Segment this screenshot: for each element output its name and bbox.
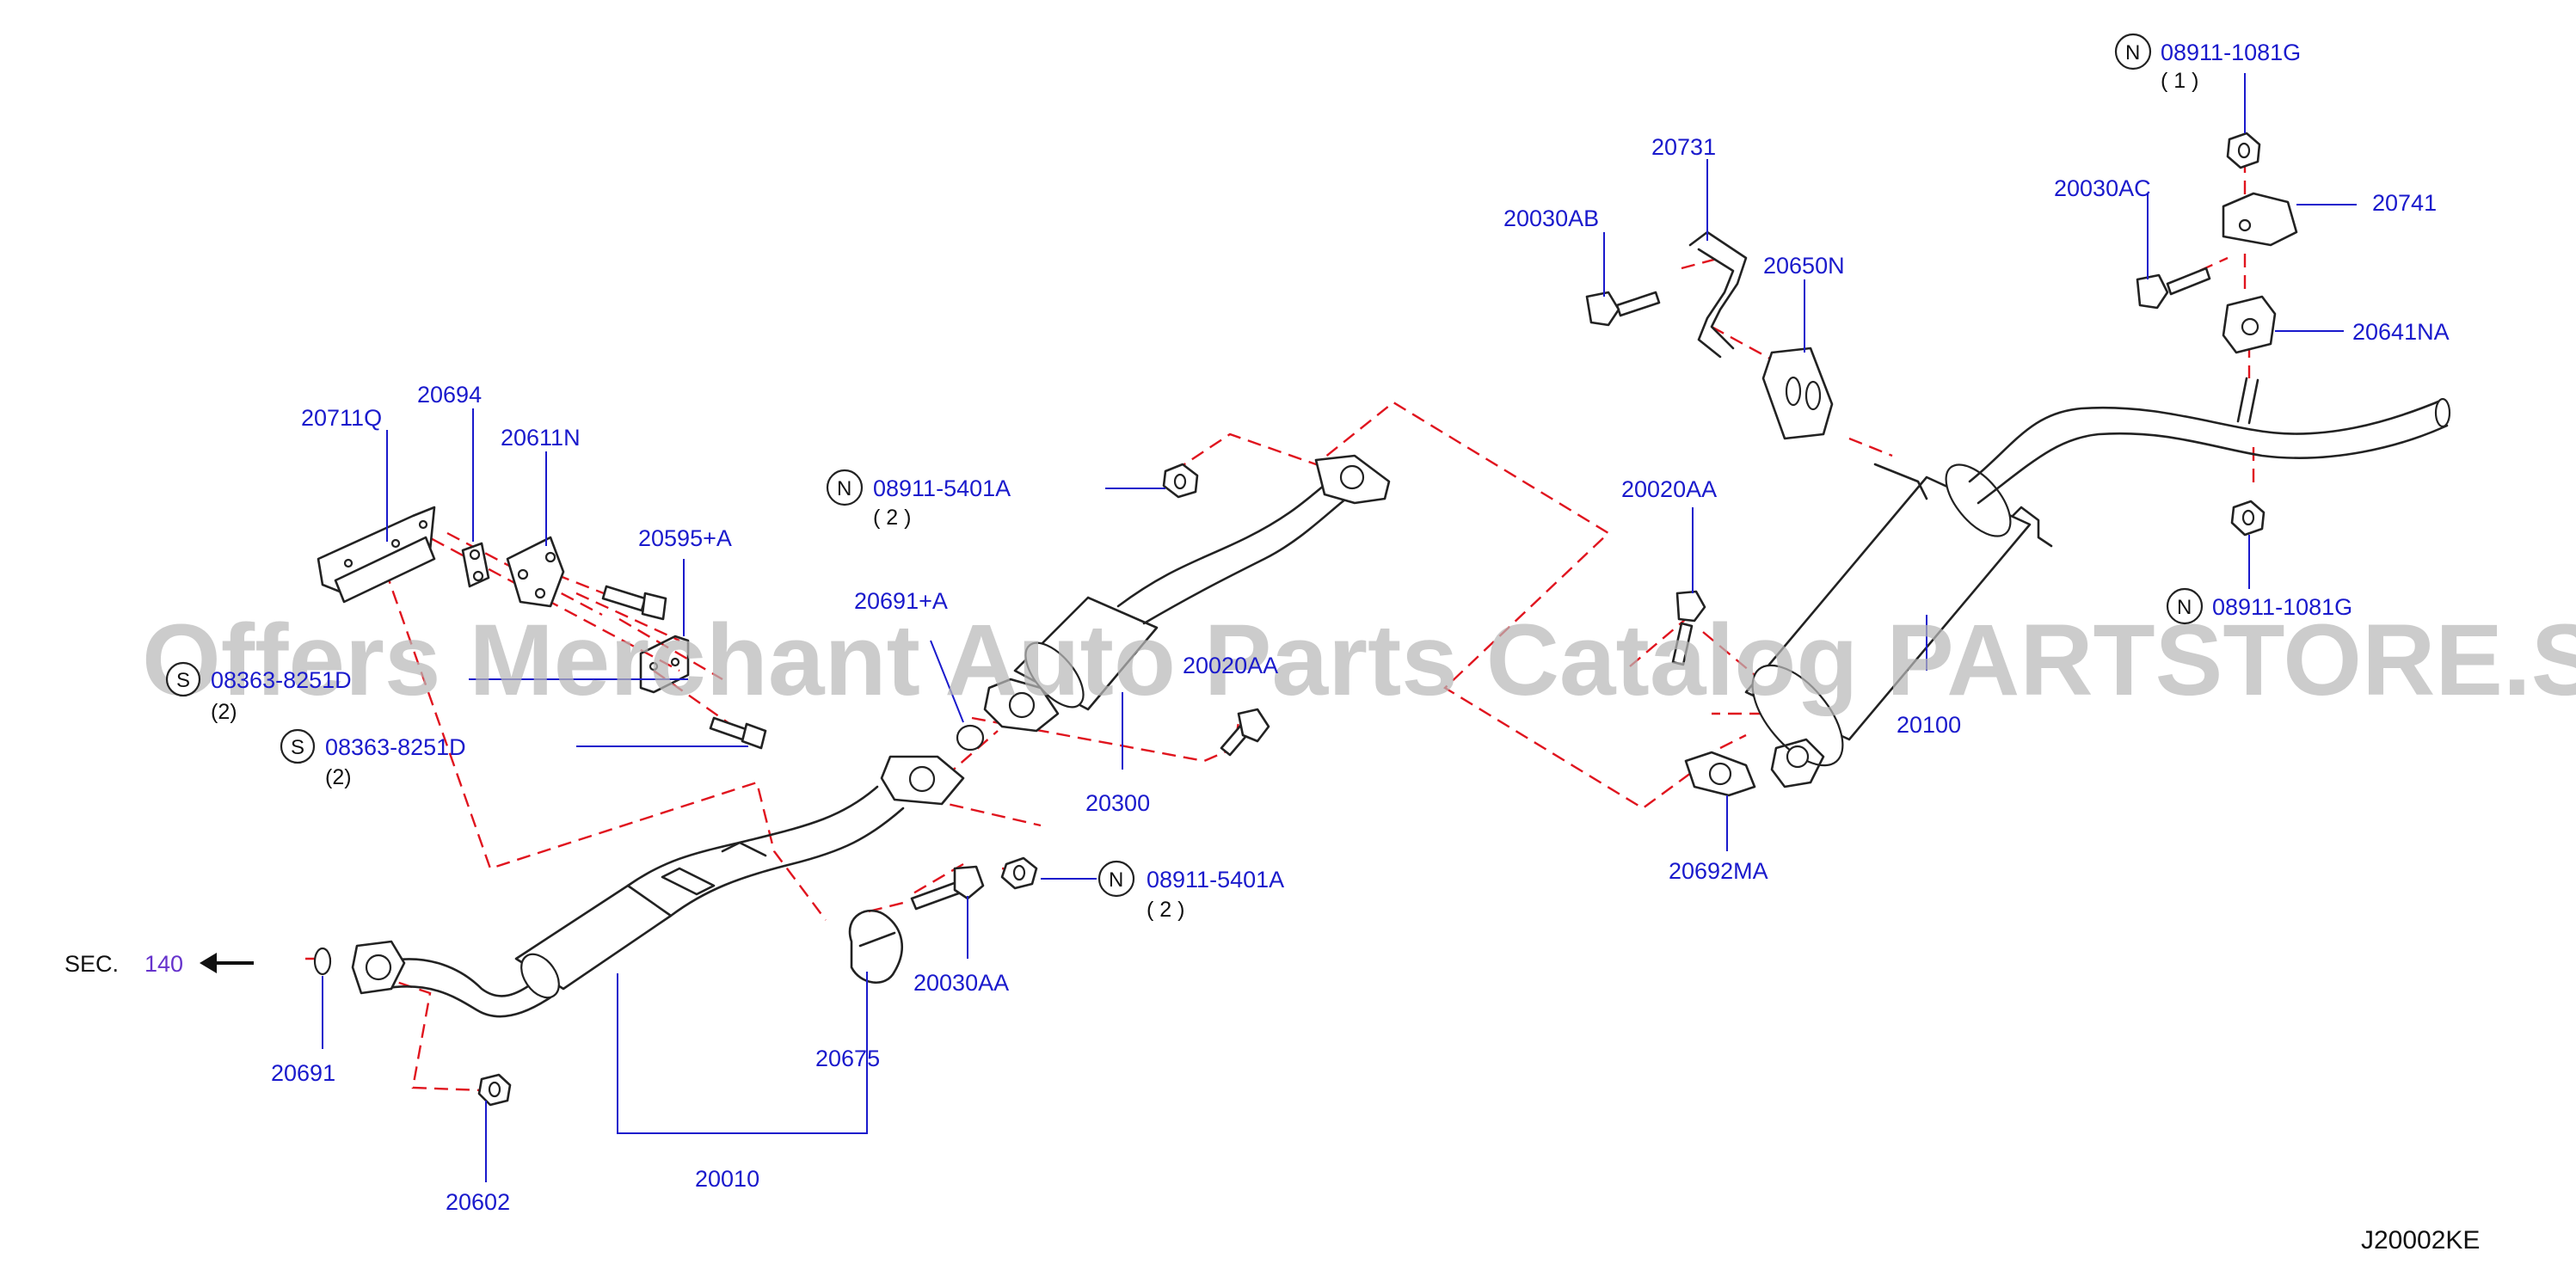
gasket-20692ma bbox=[1684, 751, 1756, 797]
front-bracket-20711q bbox=[317, 506, 436, 604]
part-label-20020aa-right[interactable]: 20020AA bbox=[1621, 476, 1717, 502]
gasket-20694 bbox=[461, 542, 490, 588]
quantity-08911-5401a-upper: ( 2 ) bbox=[873, 506, 911, 530]
quantity-08911-5401a-lower: ( 2 ) bbox=[1147, 898, 1184, 922]
part-label-20691a[interactable]: 20691+A bbox=[854, 588, 948, 614]
part-label-20030aa[interactable]: 20030AA bbox=[913, 970, 1009, 996]
part-label-20602[interactable]: 20602 bbox=[446, 1189, 510, 1215]
bolt-20595a bbox=[601, 585, 667, 621]
o-ring-20691 bbox=[313, 947, 332, 976]
insulator-20641na bbox=[2222, 295, 2277, 354]
part-label-08911-1081g-upper[interactable]: 08911-1081G bbox=[2161, 40, 2301, 65]
part-label-20030ac[interactable]: 20030AC bbox=[2054, 175, 2151, 201]
quantity-08363-lower: (2) bbox=[325, 765, 352, 789]
screw-symbol-icon: S bbox=[165, 661, 201, 697]
part-label-08911-5401a-lower[interactable]: 08911-5401A bbox=[1147, 867, 1284, 893]
svg-text:N: N bbox=[2125, 41, 2140, 64]
part-label-20731[interactable]: 20731 bbox=[1651, 134, 1716, 160]
part-label-08363-8251d-lower[interactable]: 08363-8251D bbox=[325, 734, 466, 760]
section-prefix: SEC. bbox=[65, 951, 119, 977]
hanger-rod bbox=[2236, 377, 2259, 425]
part-label-20692ma[interactable]: 20692MA bbox=[1669, 858, 1768, 884]
part-labels: 20711Q 20694 20611N 20595+A 08363-8251D … bbox=[211, 40, 2450, 1215]
bracket-20731 bbox=[1688, 230, 1748, 359]
bracket-20611n bbox=[506, 536, 565, 608]
svg-text:N: N bbox=[837, 477, 851, 500]
bolt-20030ab bbox=[1585, 291, 1661, 327]
o-ring-20691a bbox=[956, 724, 985, 751]
svg-text:S: S bbox=[176, 669, 190, 692]
svg-text:S: S bbox=[291, 736, 304, 759]
part-label-20030ab[interactable]: 20030AB bbox=[1503, 206, 1599, 231]
bolt-20030ac bbox=[2136, 267, 2211, 310]
part-label-20691[interactable]: 20691 bbox=[271, 1060, 335, 1086]
part-label-20650n[interactable]: 20650N bbox=[1763, 253, 1845, 279]
quantity-08911-1081g-upper: ( 1 ) bbox=[2161, 69, 2198, 93]
nut-symbol-icon: N bbox=[1097, 860, 1135, 898]
section-arrow bbox=[200, 953, 254, 973]
bolt-20020aa-mid bbox=[1220, 708, 1270, 757]
part-label-20741[interactable]: 20741 bbox=[2372, 190, 2437, 216]
svg-text:N: N bbox=[2177, 596, 2192, 619]
part-label-08911-5401a-upper[interactable]: 08911-5401A bbox=[873, 475, 1011, 501]
part-label-20641na[interactable]: 20641NA bbox=[2352, 319, 2450, 345]
leader-lines bbox=[322, 73, 2357, 1182]
bolt-20030aa bbox=[910, 865, 985, 911]
part-label-20675[interactable]: 20675 bbox=[815, 1046, 880, 1071]
part-label-08363-8251d-upper[interactable]: 08363-8251D bbox=[211, 667, 352, 693]
nut-08911-5401a-upper bbox=[1162, 463, 1199, 499]
front-exhaust-pipe-20010 bbox=[351, 755, 965, 1018]
nut-08911-5401a-lower bbox=[1000, 856, 1038, 890]
watermark-text: Offers Merchant Auto Parts Catalog PARTS… bbox=[142, 604, 2576, 717]
diagram-code: J20002KE bbox=[2361, 1226, 2480, 1255]
svg-text:N: N bbox=[1109, 868, 1123, 892]
insulator-20650n bbox=[1761, 347, 1834, 440]
nut-20602 bbox=[477, 1073, 512, 1107]
part-label-20611n[interactable]: 20611N bbox=[501, 425, 581, 451]
part-label-08911-1081g-lower[interactable]: 08911-1081G bbox=[2212, 594, 2352, 620]
catalytic-converter-20300 bbox=[983, 454, 1391, 733]
clamp-20675 bbox=[848, 909, 903, 985]
symbol-circles: S S N N N N bbox=[165, 33, 2204, 898]
part-label-20020aa-mid[interactable]: 20020AA bbox=[1183, 653, 1278, 678]
screw-symbol-icon: S bbox=[280, 728, 316, 764]
part-label-20595a[interactable]: 20595+A bbox=[638, 525, 732, 551]
quantity-08363-upper: (2) bbox=[211, 700, 237, 724]
part-label-20694[interactable]: 20694 bbox=[417, 382, 482, 408]
part-label-20300[interactable]: 20300 bbox=[1085, 790, 1150, 816]
nut-08911-1081g-bottom bbox=[2230, 500, 2266, 537]
nut-symbol-icon: N bbox=[2114, 33, 2152, 71]
screw-08363-lower bbox=[709, 716, 767, 750]
part-label-20010[interactable]: 20010 bbox=[695, 1166, 759, 1192]
nut-08911-1081g-top bbox=[2226, 132, 2261, 169]
section-number-link[interactable]: 140 bbox=[144, 951, 183, 977]
part-label-20100[interactable]: 20100 bbox=[1897, 712, 1961, 738]
bolt-20020aa-right bbox=[1671, 590, 1706, 666]
part-label-20711q[interactable]: 20711Q bbox=[301, 405, 382, 431]
mount-bracket bbox=[639, 635, 690, 694]
main-muffler-20100 bbox=[1744, 397, 2451, 788]
nut-symbol-icon: N bbox=[2166, 587, 2204, 625]
bracket-20741 bbox=[2222, 192, 2298, 247]
nut-symbol-icon: N bbox=[826, 469, 864, 506]
